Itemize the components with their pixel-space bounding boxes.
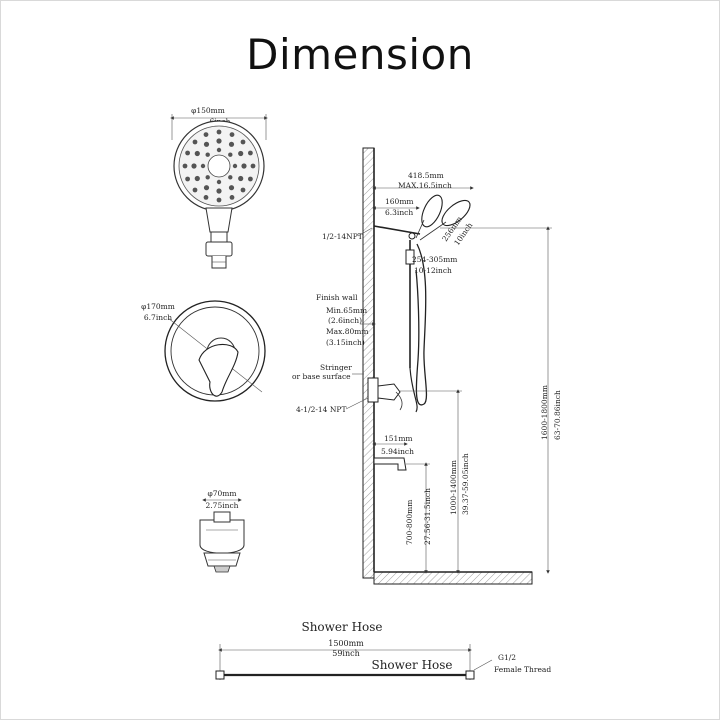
total-height-in: 63-70.86inch: [553, 390, 562, 440]
showerhead-drawing: φ150mm 6inch: [170, 106, 268, 269]
hose-thread-type: Female Thread: [494, 665, 551, 674]
total-height-mm: 1600-1800mm: [540, 385, 549, 440]
nozzle: [228, 175, 233, 180]
nozzle: [216, 197, 222, 203]
nozzle: [205, 152, 210, 157]
nozzle: [192, 187, 198, 193]
nozzle: [216, 147, 222, 153]
nozzle: [238, 150, 244, 157]
nozzle: [203, 132, 209, 138]
hose-length-in: 59inch: [332, 649, 360, 658]
base-surface-label: or base surface: [292, 372, 351, 381]
valve-height-in: 39.37-59.05inch: [461, 453, 470, 515]
spout-dia-mm: φ70mm: [207, 489, 236, 498]
shower-hose-drawing: Shower Hose 1500mm 59inch Shower Hose G1…: [215, 620, 551, 680]
nozzle: [232, 163, 238, 169]
max-label: Max.80mm: [326, 327, 369, 336]
trim-plate-dia-mm: φ170mm: [141, 302, 175, 311]
reach-in: MAX.16.5inch: [398, 181, 452, 190]
arm-in: 6.3inch: [385, 208, 413, 217]
nozzle: [216, 188, 222, 194]
nozzle: [185, 176, 191, 182]
nozzle: [192, 139, 198, 145]
spout-len-mm: 151mm: [384, 434, 413, 443]
nozzle: [205, 175, 210, 180]
spout-height-in: 27.56-31.5inch: [423, 488, 432, 545]
nozzle: [216, 179, 222, 185]
min-in-label: (2.6inch): [328, 316, 362, 325]
finish-wall-label: Finish wall: [316, 293, 358, 302]
nozzle: [203, 141, 210, 147]
npt-bottom-label: 4-1/2-14 NPT: [296, 405, 346, 414]
page-title: Dimension: [246, 30, 474, 79]
nozzle: [191, 163, 197, 169]
nozzle: [248, 176, 253, 182]
nozzle: [200, 163, 206, 169]
nozzle: [240, 187, 246, 193]
hose-label: Shower Hose: [371, 658, 452, 672]
min-label: Min.65mm: [326, 306, 367, 315]
stringer-label: Stringer: [320, 363, 352, 372]
spout-dia-in: 2.75inch: [206, 501, 239, 510]
nozzle: [194, 175, 200, 182]
trim-plate-drawing: φ170mm 6.7inch: [141, 300, 266, 402]
nozzle: [185, 150, 191, 156]
hose-length-mm: 1500mm: [328, 639, 364, 648]
showerhead-dia-mm: φ150mm: [191, 106, 225, 115]
nozzle: [228, 152, 233, 157]
hose-title: Shower Hose: [301, 620, 382, 634]
trim-plate-dia-in: 6.7inch: [144, 313, 172, 322]
nozzle: [228, 141, 235, 147]
reach-mm: 418.5mm: [408, 171, 444, 180]
nozzle: [182, 163, 188, 169]
nozzle: [238, 175, 244, 182]
nozzle: [203, 195, 209, 200]
nozzle: [250, 163, 256, 169]
spout-height-mm: 700-800mm: [405, 500, 414, 545]
nozzle: [216, 129, 222, 135]
nozzle: [229, 132, 235, 138]
spout-len-in: 5.94inch: [381, 447, 414, 456]
nozzle: [216, 138, 222, 144]
bar-in: 10-12inch: [414, 266, 452, 275]
valve-height-mm: 1000-1400mm: [449, 460, 458, 515]
nozzle: [241, 163, 247, 169]
nozzle: [228, 185, 235, 191]
nozzle: [229, 195, 235, 200]
hose-thread: G1/2: [498, 653, 516, 662]
nozzle: [240, 139, 246, 145]
nozzle: [248, 150, 253, 156]
nozzle: [194, 150, 200, 157]
nozzle: [203, 185, 210, 191]
npt-top-label: 1/2-14NPT: [322, 232, 363, 241]
max-in-label: (3.15inch): [326, 338, 365, 347]
installation-drawing: 418.5mm MAX.16.5inch 160mm 6.3inch 256mm…: [292, 147, 562, 585]
tub-spout-drawing: φ70mm 2.75inch: [199, 489, 245, 573]
bar-mm: 254-305mm: [412, 255, 457, 264]
arm-mm: 160mm: [385, 197, 414, 206]
